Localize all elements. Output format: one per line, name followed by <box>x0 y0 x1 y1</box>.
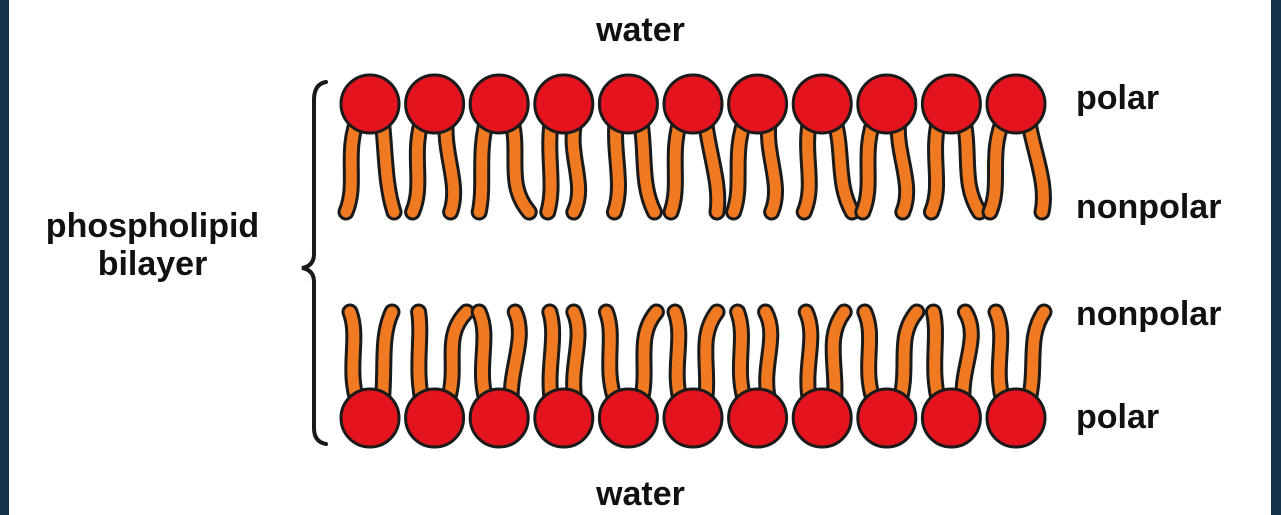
polar-head <box>599 389 657 447</box>
water-top-label: water <box>0 12 1281 48</box>
polar-head <box>470 75 528 133</box>
lipid-tail-fill <box>738 312 746 404</box>
polar-head <box>535 389 593 447</box>
polar-head <box>858 75 916 133</box>
lipid-tail-fill <box>865 312 875 404</box>
polar-head <box>406 75 464 133</box>
polar-head <box>406 389 464 447</box>
lipid-tail-fill <box>705 312 717 404</box>
polar-head <box>470 389 528 447</box>
lipid-tail-fill <box>350 312 358 404</box>
lipid-tail-fill <box>479 118 487 212</box>
bilayer-brace <box>302 82 326 444</box>
polar-head <box>987 389 1045 447</box>
bilayer-title-line1: phospholipid <box>10 207 295 245</box>
polar-head <box>922 389 980 447</box>
bottom-nonpolar-label: nonpolar <box>1076 296 1221 332</box>
polar-head <box>922 75 980 133</box>
lipid-tail-fill <box>606 312 616 404</box>
bilayer-title-line2: bilayer <box>10 245 295 283</box>
lipid-tail-fill <box>671 118 681 212</box>
polar-head <box>341 75 399 133</box>
lipid-tail-fill <box>640 312 656 404</box>
lipid-tail-fill <box>931 118 939 212</box>
polar-head <box>729 75 787 133</box>
polar-head <box>793 389 851 447</box>
top-leaflet <box>341 75 1045 212</box>
lipid-tail-fill <box>996 312 1004 404</box>
bottom-polar-label: polar <box>1076 399 1159 435</box>
lipid-tail-fill <box>804 118 810 212</box>
top-polar-label: polar <box>1076 80 1159 116</box>
polar-head <box>341 389 399 447</box>
top-nonpolar-label: nonpolar <box>1076 189 1221 225</box>
polar-head <box>535 75 593 133</box>
lipid-tail-fill <box>675 312 681 404</box>
lipid-tail-fill <box>419 312 423 404</box>
lipid-tail-fill <box>933 312 939 404</box>
lipid-tail-fill <box>548 118 552 212</box>
bilayer-title: phospholipid bilayer <box>10 207 295 283</box>
bottom-leaflet <box>341 312 1045 447</box>
polar-head <box>793 75 851 133</box>
lipid-tail-fill <box>479 312 487 404</box>
polar-head <box>858 389 916 447</box>
polar-head <box>664 389 722 447</box>
lipid-tail-fill <box>413 118 423 212</box>
polar-head <box>729 389 787 447</box>
polar-head <box>599 75 657 133</box>
water-bottom-label: water <box>0 476 1281 512</box>
polar-head <box>987 75 1045 133</box>
polar-head <box>664 75 722 133</box>
